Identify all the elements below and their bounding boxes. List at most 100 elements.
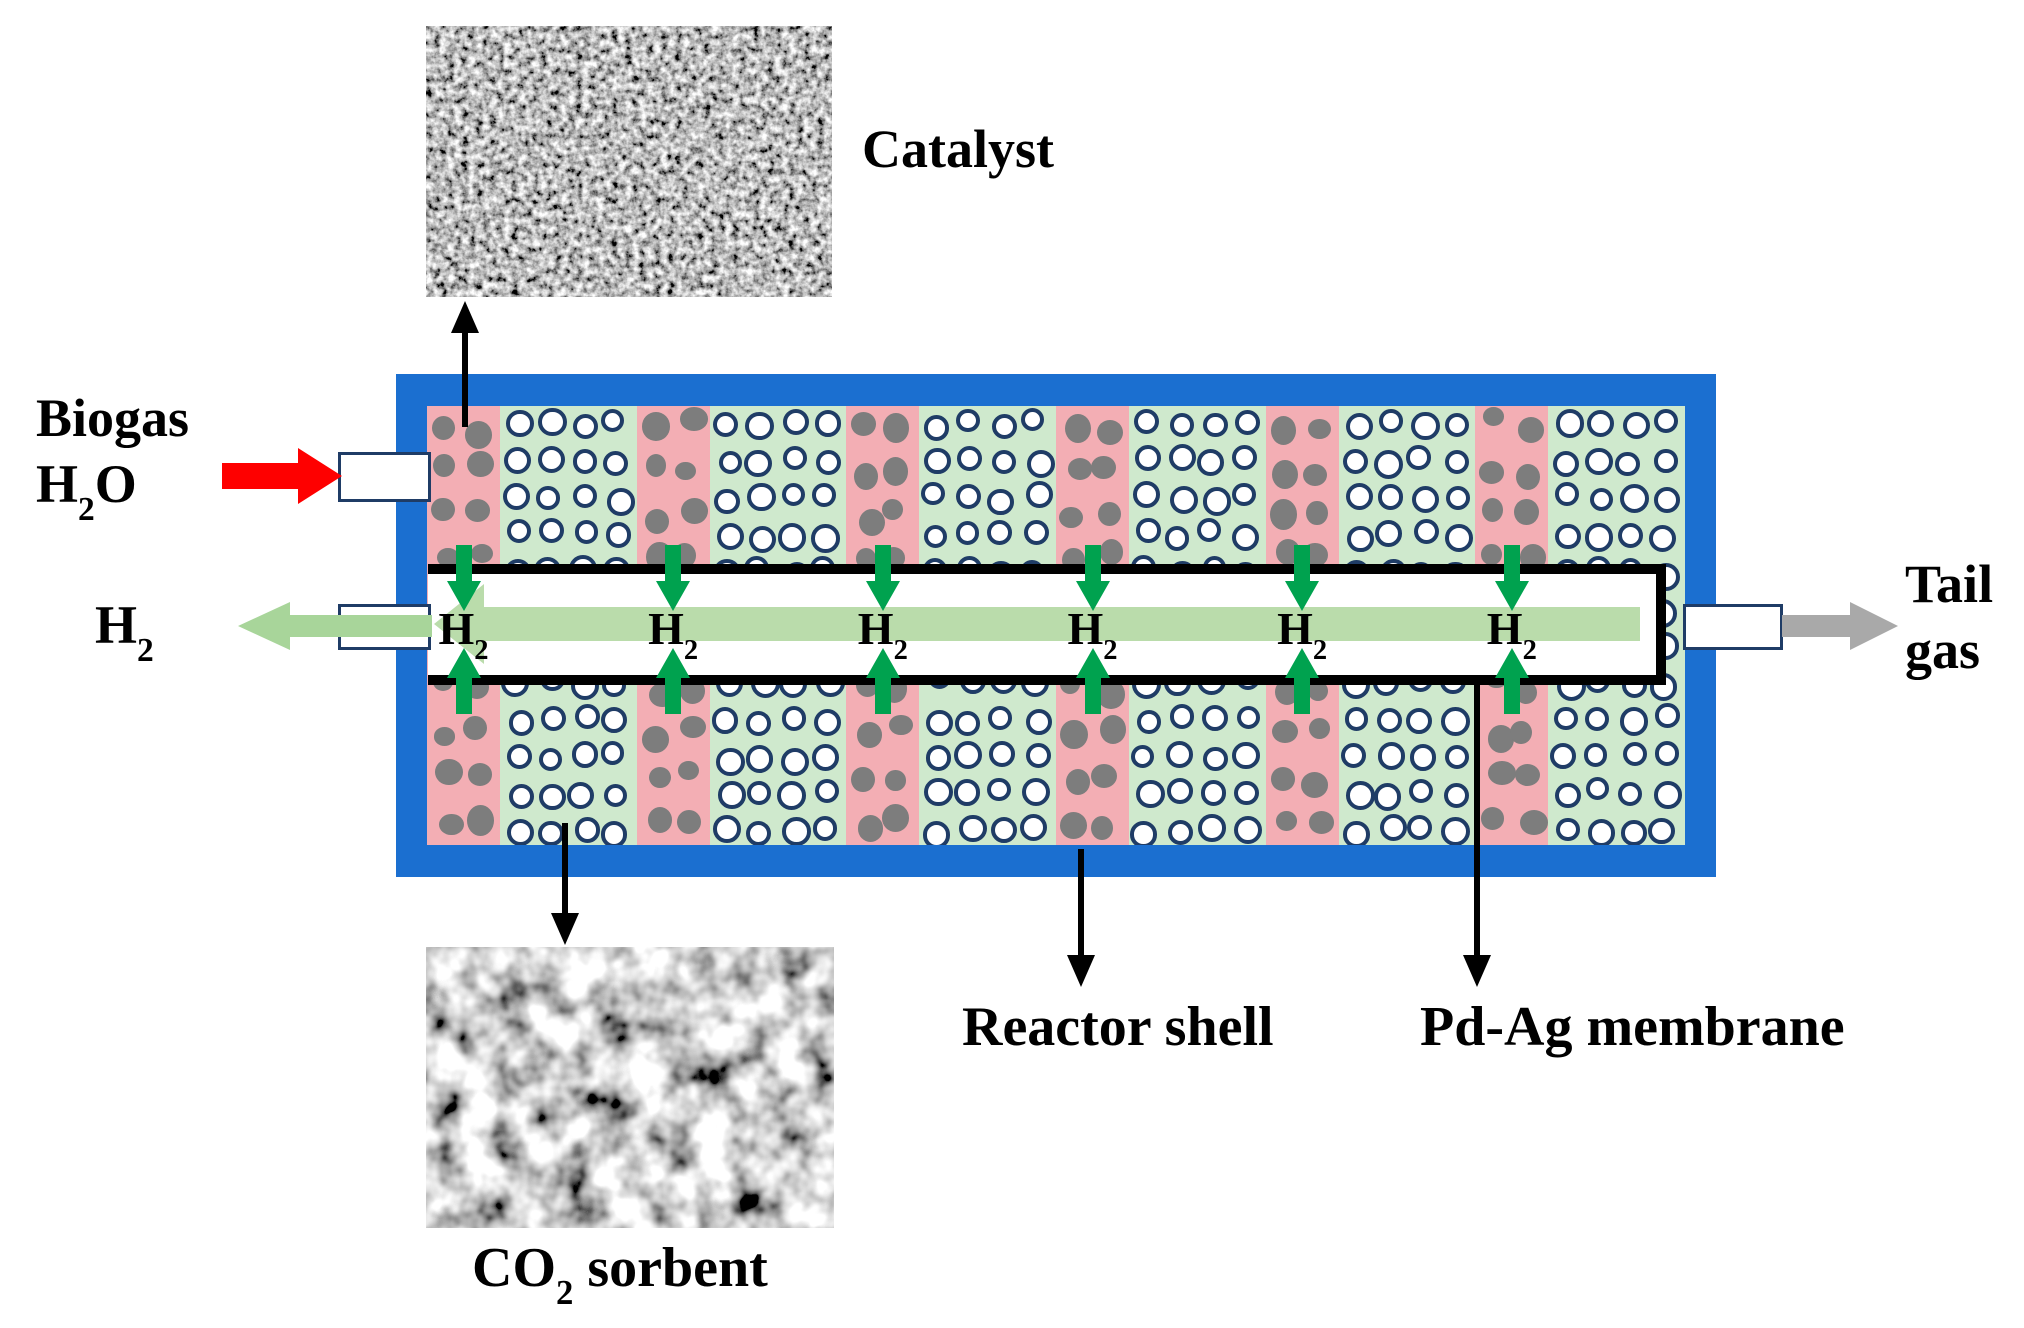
sorbent-particle bbox=[1649, 525, 1677, 553]
sorbent-particle bbox=[1556, 409, 1585, 438]
catalyst-particle bbox=[1487, 760, 1516, 785]
sorbent-particle bbox=[1375, 519, 1402, 547]
catalyst-particle bbox=[432, 453, 455, 478]
catalyst-particle bbox=[881, 499, 904, 521]
h2-permeate-arrow-down bbox=[1285, 545, 1320, 611]
sorbent-particle bbox=[537, 446, 565, 474]
sorbent-particle bbox=[508, 783, 534, 810]
catalyst-particle bbox=[680, 715, 706, 739]
sorbent-particle bbox=[783, 409, 810, 436]
sorbent-particle bbox=[1169, 486, 1198, 515]
catalyst-particle bbox=[1097, 419, 1123, 446]
pd-ag-membrane-tube bbox=[428, 564, 1666, 685]
sorbent-particle bbox=[956, 445, 982, 471]
sorbent-particle bbox=[1444, 524, 1473, 553]
catalyst-particle bbox=[431, 497, 455, 522]
feed-inlet-port bbox=[338, 452, 431, 502]
h2-product-arrow bbox=[238, 602, 432, 650]
catalyst-particle bbox=[1271, 719, 1299, 744]
co2-sorbent-sem-image bbox=[426, 947, 834, 1228]
reactor-shell-pointer-arrowhead bbox=[1067, 955, 1095, 987]
h2-permeate-arrow-up bbox=[1075, 648, 1110, 714]
sorbent-particle bbox=[777, 523, 807, 552]
sorbent-particle bbox=[1654, 741, 1679, 766]
sorbent-particle bbox=[812, 743, 840, 771]
sorbent-particle bbox=[926, 709, 953, 737]
membrane-h2-label: H2 bbox=[1067, 603, 1118, 667]
catalyst-label: Catalyst bbox=[862, 119, 1054, 179]
sorbent-particle bbox=[508, 710, 535, 737]
catalyst-particle bbox=[471, 544, 494, 564]
sorbent-particle bbox=[1378, 484, 1404, 510]
sorbent-particle bbox=[1026, 481, 1053, 509]
sorbent-particle bbox=[711, 706, 739, 734]
catalyst-particle bbox=[641, 726, 670, 753]
sorbent-particle bbox=[1201, 704, 1229, 731]
sorbent-particle bbox=[1549, 742, 1576, 769]
catalyst-particle bbox=[1517, 416, 1545, 443]
sorbent-particle bbox=[1408, 778, 1434, 804]
sorbent-particle bbox=[956, 408, 980, 433]
sorbent-particle bbox=[1556, 817, 1580, 842]
sorbent-particle bbox=[1202, 746, 1228, 772]
catalyst-particle bbox=[889, 715, 913, 735]
catalyst-particle bbox=[1481, 544, 1502, 565]
sorbent-particle bbox=[959, 814, 987, 843]
sorbent-particle bbox=[781, 482, 806, 507]
catalyst-particle bbox=[881, 803, 910, 833]
catalyst-particle bbox=[883, 413, 909, 443]
sorbent-particle bbox=[1445, 450, 1470, 475]
catalyst-particle bbox=[1059, 811, 1088, 840]
sorbent-particle bbox=[747, 482, 776, 512]
sorbent-particle bbox=[506, 518, 532, 544]
sorbent-particle bbox=[603, 450, 629, 476]
sorbent-particle bbox=[1232, 482, 1257, 507]
catalyst-particle bbox=[853, 462, 878, 491]
sorbent-particle bbox=[921, 481, 946, 506]
sorbent-particle bbox=[574, 817, 601, 843]
sorbent-particle bbox=[1203, 413, 1228, 438]
sorbent-particle bbox=[536, 486, 560, 511]
sorbent-particle bbox=[600, 408, 624, 432]
sorbent-particle bbox=[991, 413, 1017, 439]
h2-permeate-flow-arrow bbox=[434, 584, 1640, 664]
sorbent-particle bbox=[1619, 483, 1649, 513]
sorbent-particle bbox=[1410, 744, 1437, 771]
sorbent-particle bbox=[600, 821, 628, 845]
sorbent-particle bbox=[1169, 444, 1197, 472]
sorbent-particle bbox=[1374, 449, 1404, 479]
sorbent-particle bbox=[1346, 780, 1376, 810]
sorbent-particle bbox=[1198, 814, 1226, 842]
sorbent-particle bbox=[539, 518, 565, 544]
catalyst-particle bbox=[439, 813, 464, 835]
catalyst-particle bbox=[679, 407, 708, 431]
sorbent-particle bbox=[925, 745, 952, 771]
sorbent-particle bbox=[1169, 412, 1194, 437]
sorbent-particle bbox=[1617, 522, 1644, 549]
sorbent-particle bbox=[1621, 820, 1647, 845]
membrane-h2-label: H2 bbox=[648, 603, 699, 667]
biogas-feed-arrow bbox=[222, 448, 342, 504]
sorbent-particle bbox=[745, 411, 774, 441]
sorbent-particle bbox=[1235, 409, 1260, 435]
sorbent-particle bbox=[1234, 815, 1263, 844]
sorbent-particle bbox=[1584, 522, 1614, 552]
sorbent-particle bbox=[1406, 445, 1431, 470]
sorbent-particle bbox=[1654, 781, 1682, 809]
sorbent-particle bbox=[955, 521, 980, 545]
catalyst-particle bbox=[464, 420, 493, 449]
sorbent-particle bbox=[571, 740, 599, 768]
catalyst-sem-image bbox=[426, 26, 832, 297]
catalyst-particle bbox=[1487, 725, 1514, 753]
catalyst-pointer-arrow bbox=[462, 331, 468, 427]
catalyst-particle bbox=[851, 766, 875, 793]
sorbent-particle bbox=[1164, 525, 1190, 551]
catalyst-particle bbox=[1100, 715, 1127, 745]
sorbent-particle bbox=[1411, 411, 1440, 440]
biogas-feed-label: Biogas H2O bbox=[36, 388, 190, 528]
catalyst-pointer-arrowhead bbox=[451, 301, 479, 333]
catalyst-particle bbox=[674, 461, 697, 481]
sorbent-particle bbox=[1165, 741, 1193, 769]
sorbent-particle bbox=[1619, 707, 1649, 737]
sorbent-particle bbox=[538, 820, 564, 845]
